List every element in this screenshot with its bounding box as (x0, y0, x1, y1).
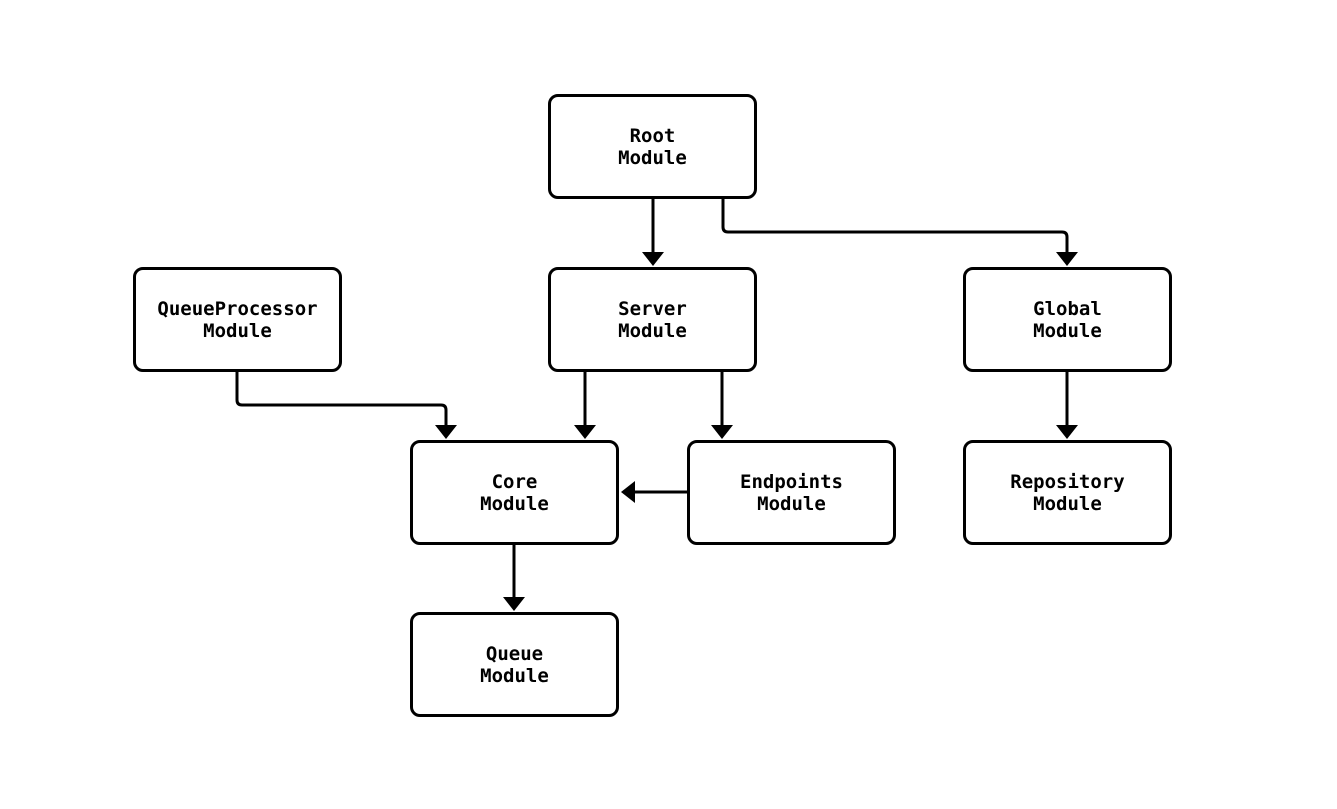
node-label-line: Repository (1010, 470, 1125, 493)
node-root-module: Root Module (548, 94, 757, 199)
edge-endpoints-to-core (621, 481, 687, 503)
edge-global-to-repository (1056, 372, 1078, 439)
edge-core-to-queue (503, 544, 525, 611)
node-label-line: Module (618, 319, 687, 342)
node-label-line: Module (618, 146, 687, 169)
node-label-line: Endpoints (740, 470, 843, 493)
node-label-line: Module (480, 492, 549, 515)
node-label-line: Module (757, 492, 826, 515)
node-label-line: Module (1033, 319, 1102, 342)
node-label-line: Global (1033, 297, 1102, 320)
node-label-line: Module (1033, 492, 1102, 515)
edge-root-to-server (642, 198, 664, 266)
node-queueprocessor-module: QueueProcessor Module (133, 267, 342, 372)
edge-server-to-endpoints (711, 372, 733, 439)
node-global-module: Global Module (963, 267, 1172, 372)
node-label-line: Server (618, 297, 687, 320)
node-label-line: Module (203, 319, 272, 342)
node-label-line: Module (480, 664, 549, 687)
node-label-line: QueueProcessor (157, 297, 318, 320)
node-label-line: Queue (485, 642, 544, 665)
node-label-line: Core (491, 470, 538, 493)
node-server-module: Server Module (548, 267, 757, 372)
node-endpoints-module: Endpoints Module (687, 440, 896, 545)
edge-server-to-core (574, 372, 596, 439)
edge-root-to-global (721, 198, 1078, 266)
edge-queueprocessor-to-core (235, 372, 457, 439)
node-core-module: Core Module (410, 440, 619, 545)
node-repository-module: Repository Module (963, 440, 1172, 545)
node-queue-module: Queue Module (410, 612, 619, 717)
node-label-line: Root (629, 124, 676, 147)
